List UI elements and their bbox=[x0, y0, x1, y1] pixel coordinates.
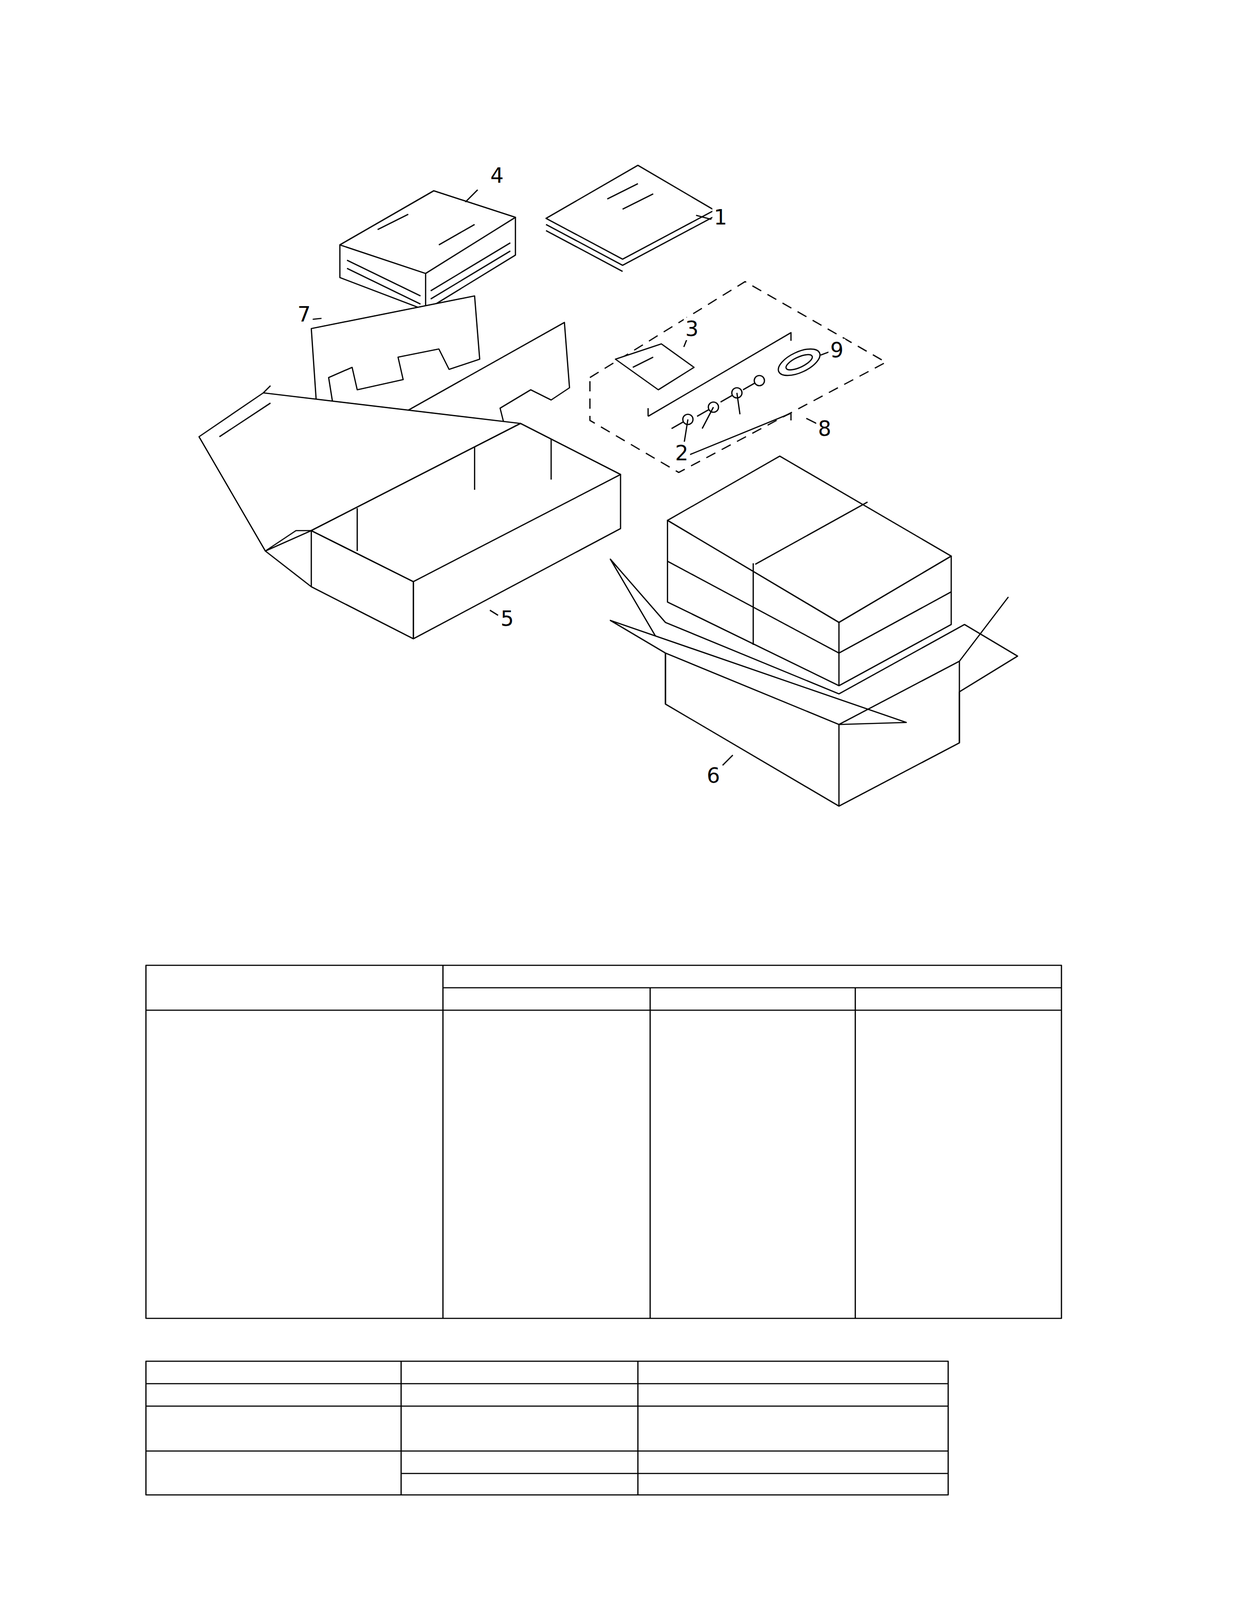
accessory-kit bbox=[590, 281, 887, 473]
callout-number: 8 bbox=[816, 417, 833, 441]
master-carton bbox=[610, 456, 1018, 807]
empty-tables bbox=[146, 965, 1062, 1496]
manual-booklet bbox=[546, 165, 715, 272]
callout-number: 3 bbox=[683, 317, 701, 341]
callout-number: 4 bbox=[488, 164, 506, 187]
callout-number: 2 bbox=[673, 441, 690, 465]
callout-number: 1 bbox=[712, 205, 729, 229]
unit-box bbox=[199, 386, 621, 640]
screws bbox=[671, 375, 765, 445]
callout-number: 6 bbox=[704, 764, 722, 788]
bag-bundle bbox=[339, 190, 516, 311]
callout-number: 5 bbox=[498, 607, 516, 631]
callout-number: 7 bbox=[295, 303, 313, 326]
callout-number: 9 bbox=[828, 338, 846, 362]
